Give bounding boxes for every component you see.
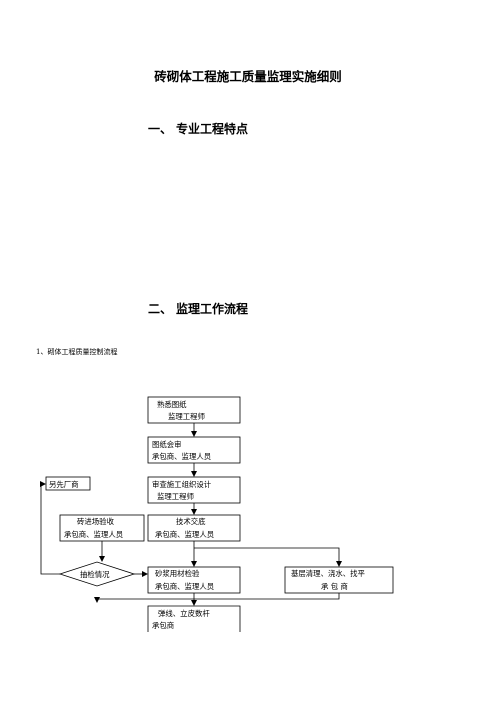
org-design-line1: 审查施工组织设计 <box>152 480 212 489</box>
layout-line1: 弹线、立皮数杆 <box>158 609 210 618</box>
section-number: 二、 <box>148 302 173 316</box>
familiar-line1: 熟悉图纸 <box>157 400 187 409</box>
section-label: 专业工程特点 <box>176 122 249 136</box>
section-number: 一、 <box>148 122 173 136</box>
mortar-line1: 砂浆用材检验 <box>155 569 200 578</box>
review-line1: 图纸会审 <box>152 440 182 449</box>
brick-line2: 承包商、监理人员 <box>64 530 123 539</box>
alt-vendor-label: 另先厂商 <box>49 480 79 489</box>
familiar-line2: 监理工程师 <box>168 412 205 421</box>
sample-label: 抽检情况 <box>80 570 110 579</box>
mortar-line2: 承包商、监理人员 <box>155 582 214 591</box>
box-alt-vendor <box>45 476 91 491</box>
review-line2: 承包商、监理人员 <box>152 452 211 461</box>
base-line1: 基层清理、浇水、找平 <box>291 569 365 578</box>
subsection-heading: 1、砌体工程质量控制流程 <box>36 348 118 356</box>
tech-line1: 技术交底 <box>176 517 206 526</box>
base-line2: 承 包 商 <box>321 582 348 591</box>
section-heading-2: 二、监理工作流程 <box>148 300 248 317</box>
org-design-line2: 监理工程师 <box>157 492 194 501</box>
layout-line2: 承包商 <box>152 621 174 630</box>
section-label: 监理工作流程 <box>176 302 249 316</box>
box-layout <box>147 605 241 632</box>
section-heading-1: 一、专业工程特点 <box>148 120 248 137</box>
document-title: 砖砌体工程施工质量监理实施细则 <box>154 69 342 84</box>
brick-line1: 砖进场验收 <box>77 517 115 526</box>
tech-line2: 承包商、监理人员 <box>155 530 214 539</box>
